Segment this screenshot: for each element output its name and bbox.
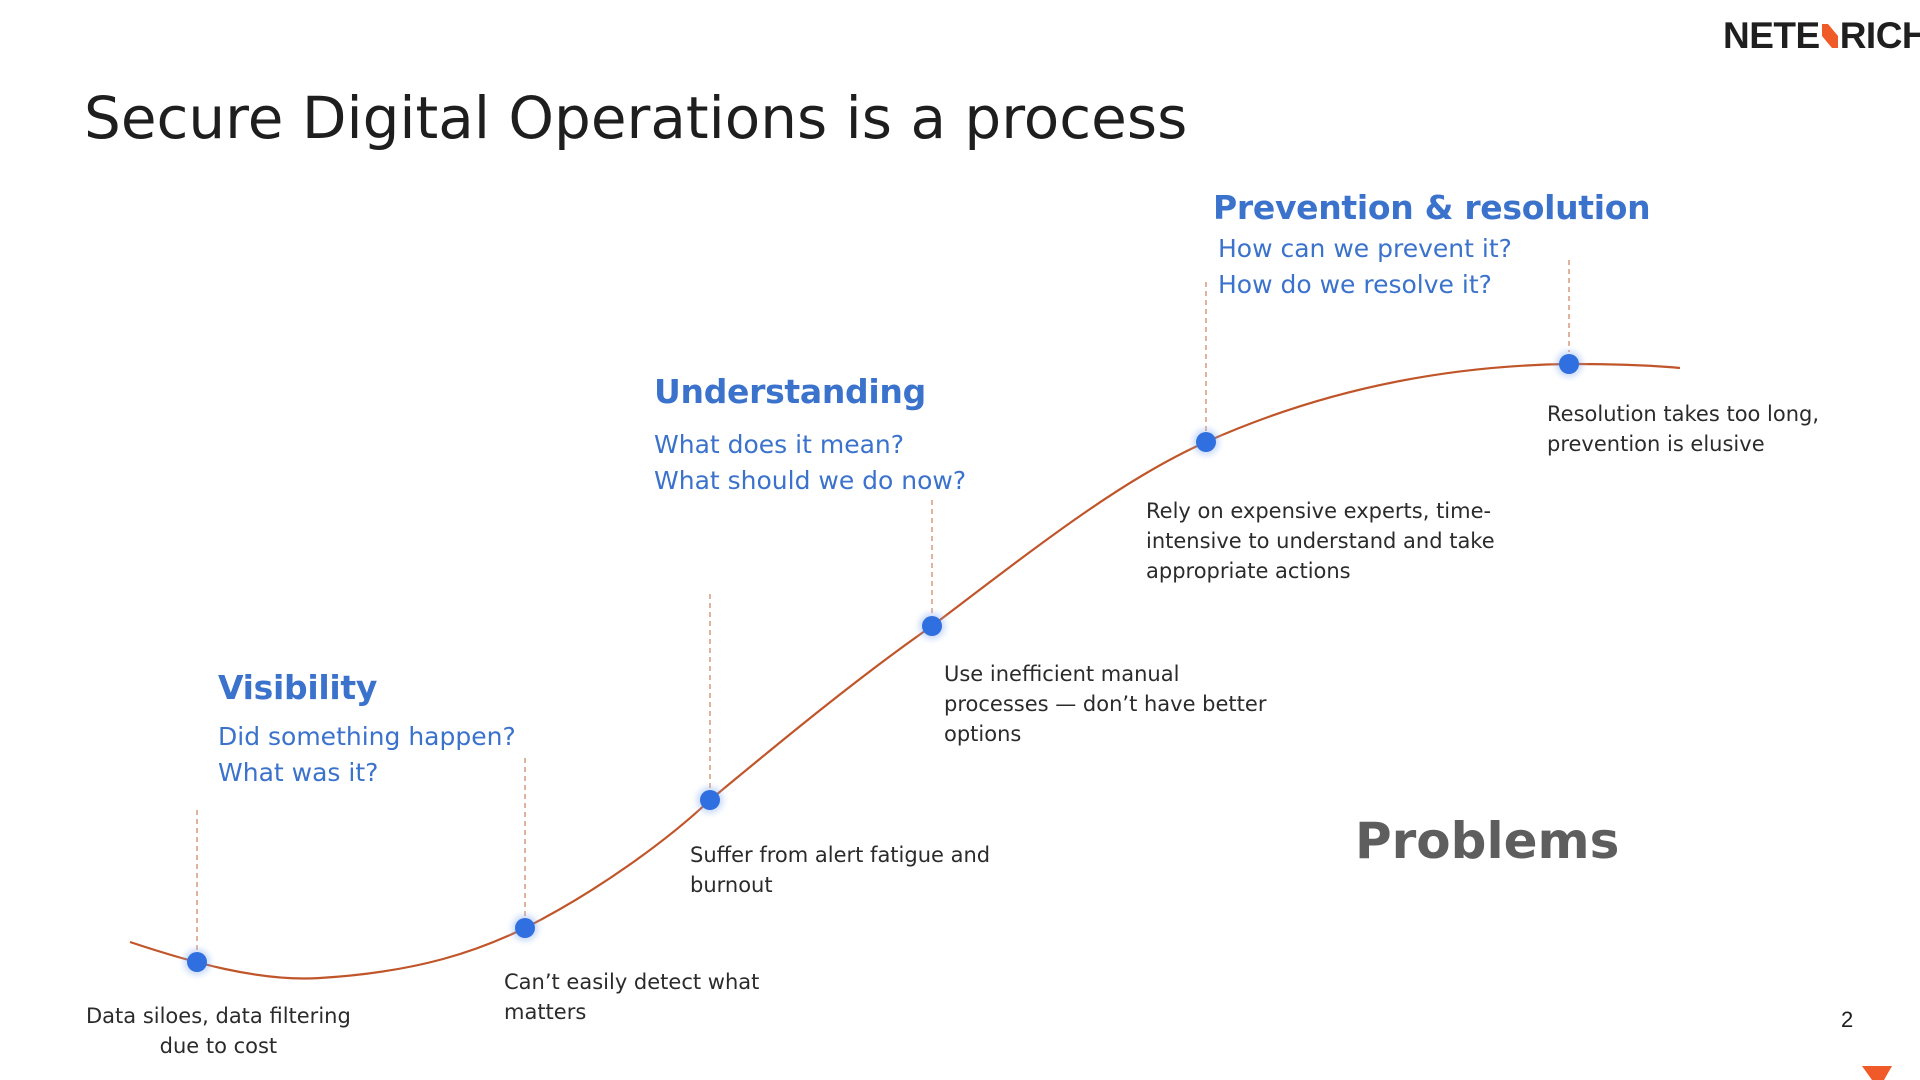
stage-prevention-resolution: Prevention & resolution How can we preve… bbox=[1213, 188, 1651, 303]
problem-line: appropriate actions bbox=[1146, 559, 1351, 583]
logo-text-right: RICH bbox=[1839, 15, 1920, 56]
milestone-dot-6 bbox=[1549, 344, 1589, 384]
milestone-dot-1 bbox=[177, 942, 217, 982]
stage-heading: Understanding bbox=[654, 372, 926, 411]
logo-text-left: NETE bbox=[1723, 15, 1820, 56]
problem-line: options bbox=[944, 722, 1022, 746]
stage-question: Did something happen? bbox=[218, 722, 516, 751]
problem-line: matters bbox=[504, 1000, 587, 1024]
milestone-dots bbox=[177, 344, 1589, 982]
problem-line: Use inefficient manual bbox=[944, 662, 1180, 686]
problem-3: Suffer from alert fatigue and burnout bbox=[690, 840, 990, 900]
problem-line: Resolution takes too long, bbox=[1547, 402, 1820, 426]
stage-question: What was it? bbox=[218, 758, 379, 787]
stage-question: What should we do now? bbox=[654, 466, 967, 495]
problem-line: Suffer from alert fatigue and bbox=[690, 843, 991, 867]
problem-2: Can’t easily detect what matters bbox=[504, 967, 759, 1027]
milestone-dot-5 bbox=[1186, 422, 1226, 462]
stage-question: How do we resolve it? bbox=[1218, 270, 1492, 299]
milestone-dot-4 bbox=[912, 606, 952, 646]
neterich-logo: NETE RICH bbox=[1723, 15, 1920, 57]
problem-line: due to cost bbox=[159, 1034, 278, 1058]
problem-line: Can’t easily detect what bbox=[504, 970, 760, 994]
stage-visibility: Visibility Did something happen? What wa… bbox=[218, 668, 516, 791]
problems-heading: Problems bbox=[1355, 812, 1620, 870]
problem-line: intensive to understand and take bbox=[1146, 529, 1495, 553]
process-curve bbox=[129, 362, 1681, 980]
milestone-dot-3 bbox=[690, 780, 730, 820]
stage-heading: Visibility bbox=[218, 668, 378, 707]
guide-lines bbox=[196, 260, 1570, 952]
problem-line: Data siloes, data filtering bbox=[86, 1004, 351, 1028]
slide-title: Secure Digital Operations is a process bbox=[84, 84, 1188, 152]
problem-line: prevention is elusive bbox=[1547, 432, 1765, 456]
problem-6: Resolution takes too long, prevention is… bbox=[1547, 399, 1819, 459]
milestone-dot-2 bbox=[505, 908, 545, 948]
problem-4: Use inefficient manual processes — don’t… bbox=[944, 659, 1266, 749]
problem-line: processes — don’t have better bbox=[944, 692, 1267, 716]
stage-question: What does it mean? bbox=[654, 430, 905, 459]
problem-line: Rely on expensive experts, time- bbox=[1146, 499, 1492, 523]
page-number: 2 bbox=[1841, 1007, 1854, 1032]
corner-accent-icon bbox=[1862, 1066, 1892, 1080]
stage-question: How can we prevent it? bbox=[1218, 234, 1512, 263]
problem-line: burnout bbox=[690, 873, 773, 897]
logo-mark-icon bbox=[1821, 24, 1838, 48]
problem-1: Data siloes, data filtering due to cost bbox=[86, 1001, 351, 1061]
stage-heading: Prevention & resolution bbox=[1213, 188, 1651, 227]
stage-understanding: Understanding What does it mean? What sh… bbox=[654, 372, 966, 499]
problem-5: Rely on expensive experts, time- intensi… bbox=[1146, 496, 1495, 586]
